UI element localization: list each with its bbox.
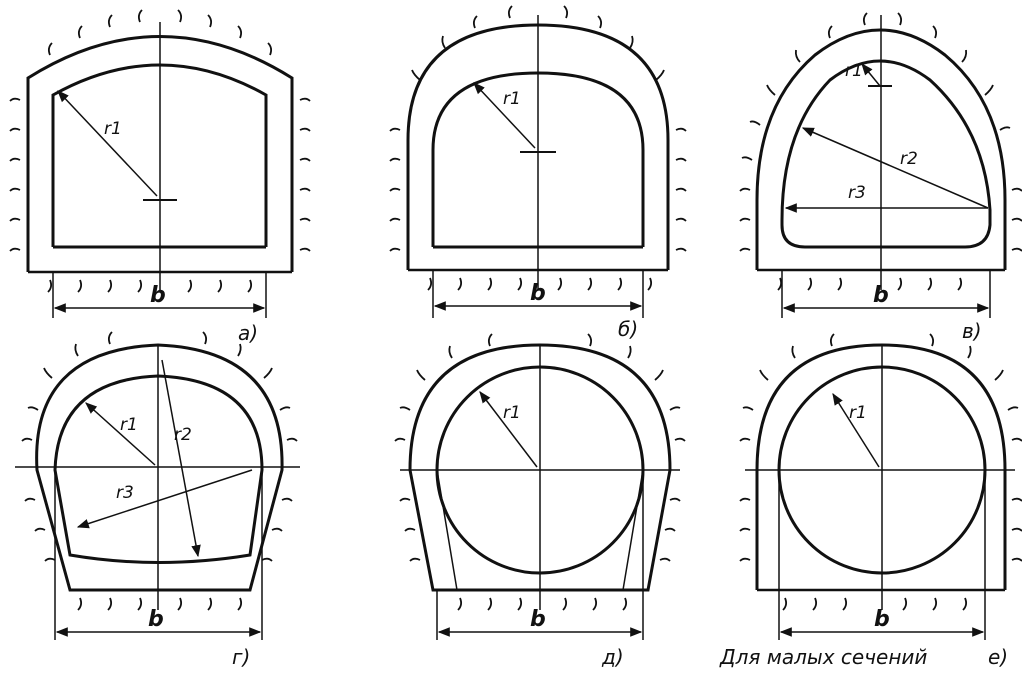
- rock-hatching: [394, 333, 686, 611]
- label-b: b: [530, 281, 546, 306]
- panel-e: r1 b е): [739, 333, 1022, 669]
- label-r1: r1: [503, 403, 521, 423]
- rock-hatching: [9, 9, 311, 293]
- panel-label-a: a): [238, 321, 258, 345]
- label-b: b: [148, 607, 164, 632]
- radius-r1: [479, 391, 538, 468]
- panel-label-v: в): [962, 319, 982, 343]
- label-b: b: [530, 607, 546, 632]
- panel-g: r1 r2 r3 b г): [15, 331, 300, 669]
- label-r1: r1: [503, 89, 521, 109]
- outer-lining: [755, 343, 1007, 590]
- label-r1: r1: [845, 61, 863, 81]
- radius-r1: [861, 63, 881, 87]
- label-r3: r3: [848, 183, 866, 203]
- radius-r1: [473, 82, 536, 149]
- label-r1: r1: [104, 119, 122, 139]
- outer-lining: [755, 28, 1007, 270]
- inner-contour: [53, 374, 264, 564]
- panel-label-g: г): [232, 645, 250, 669]
- panel-label-d: д): [601, 645, 624, 669]
- rock-hatching: [739, 12, 1022, 291]
- label-b: b: [150, 283, 166, 308]
- panel-v: r1 r2 r3 b в): [739, 12, 1022, 343]
- radius-r3: [76, 469, 253, 529]
- rock-hatching: [389, 5, 687, 291]
- label-r2: r2: [174, 425, 192, 445]
- radius-r2: [161, 359, 201, 558]
- label-r3: r3: [116, 483, 134, 503]
- label-r1: r1: [849, 403, 867, 423]
- panel-label-e: е): [988, 645, 1008, 669]
- panel-a: r1 b a): [9, 9, 311, 345]
- radius-r1: [85, 402, 156, 466]
- label-r1: r1: [120, 415, 138, 435]
- small-sections-note: Для малых сечений: [719, 645, 927, 669]
- label-b: b: [874, 607, 890, 632]
- rock-hatching: [21, 331, 298, 611]
- radius-r1: [832, 392, 880, 468]
- inner-contour: [780, 59, 992, 249]
- panel-d: r1 b д): [394, 333, 686, 669]
- side-line-right: [622, 469, 644, 591]
- radius-r2: [801, 127, 989, 209]
- label-r2: r2: [900, 149, 918, 169]
- radius-r1: [57, 90, 158, 197]
- panel-label-b: б): [618, 317, 638, 341]
- side-line-left: [436, 469, 458, 591]
- rock-hatching: [739, 333, 1022, 611]
- panel-b: r1 b б): [389, 5, 687, 341]
- label-b: b: [873, 283, 889, 308]
